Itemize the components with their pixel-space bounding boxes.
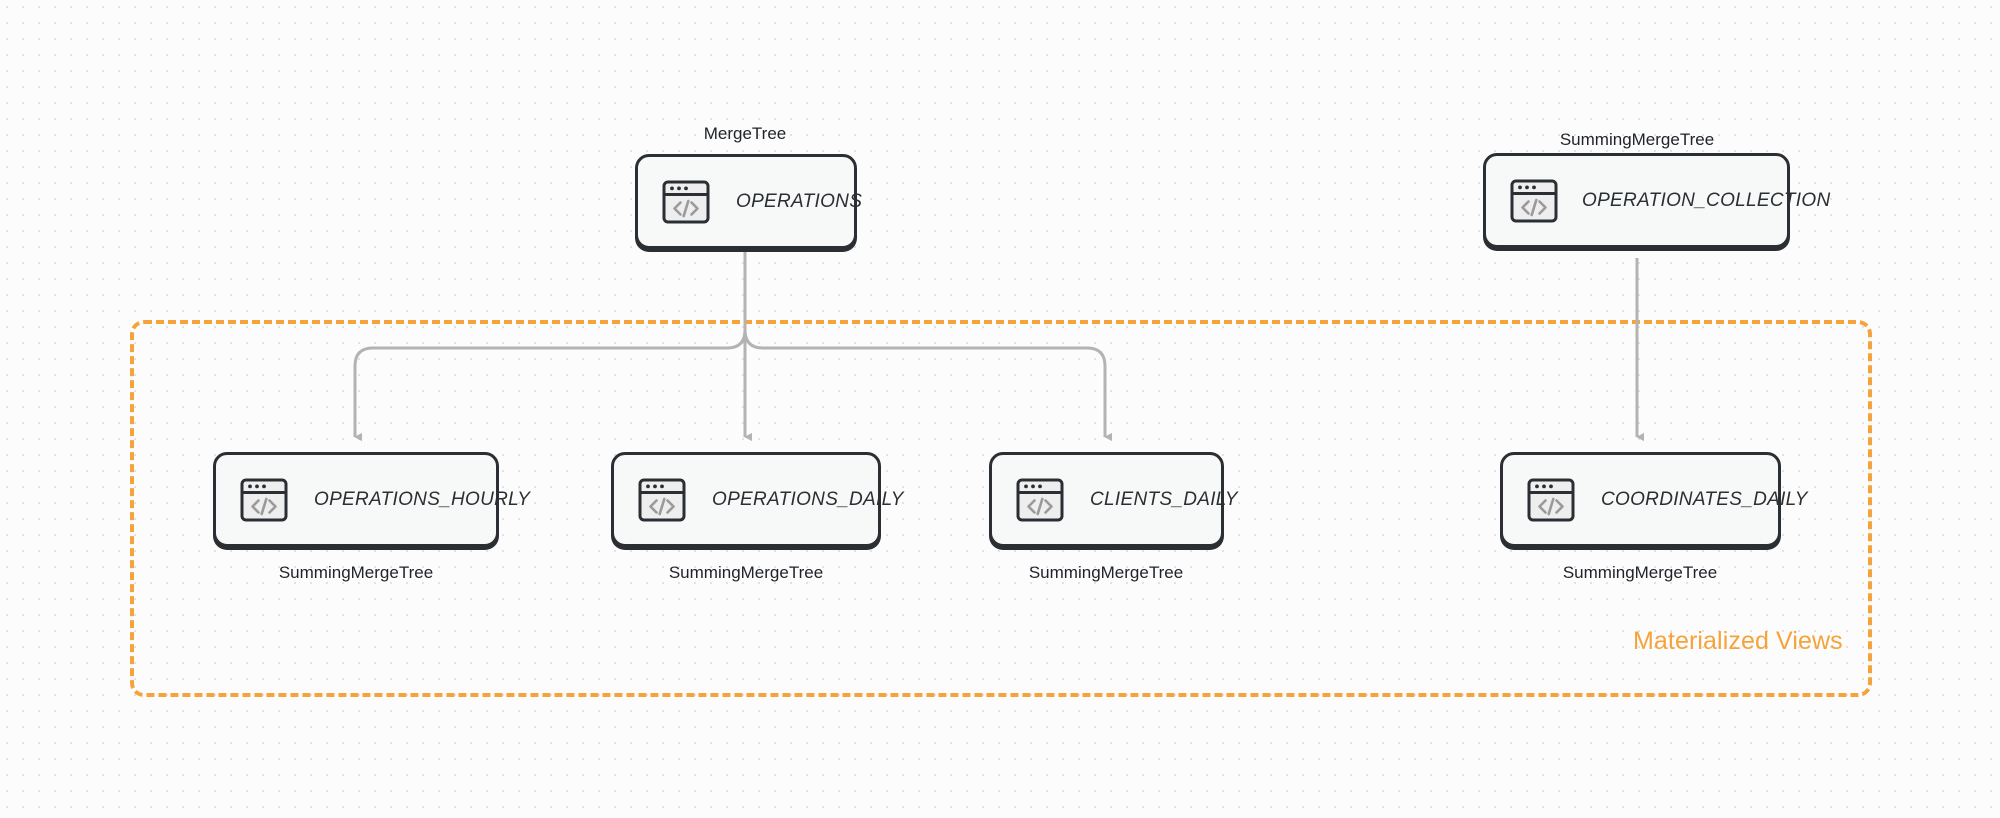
materialized-views-group-label: Materialized Views <box>1633 627 1843 655</box>
table-node-coordinates-daily[interactable]: COORDINATES_DAILY <box>1500 452 1807 547</box>
table-node-label: COORDINATES_DAILY <box>1601 488 1808 510</box>
table-node-label: OPERATIONS <box>736 190 863 212</box>
engine-label-coordinates-daily: SummingMergeTree <box>1562 563 1718 582</box>
table-node-operation-collection[interactable]: OPERATION_COLLECTION <box>1483 153 1830 248</box>
table-node-operations-daily[interactable]: OPERATIONS_DAILY <box>611 452 903 547</box>
code-window-icon <box>240 478 288 521</box>
table-node-operations[interactable]: OPERATIONS <box>635 154 862 249</box>
engine-label-operation-collection: SummingMergeTree <box>1559 130 1715 149</box>
code-window-icon <box>662 180 710 223</box>
code-window-icon <box>638 478 686 521</box>
code-window-icon <box>1510 179 1558 222</box>
table-node-label: OPERATIONS_HOURLY <box>314 488 531 510</box>
engine-label-operations-daily: SummingMergeTree <box>668 563 824 582</box>
code-window-icon <box>1527 478 1575 521</box>
table-node-label: CLIENTS_DAILY <box>1090 488 1238 510</box>
table-node-label: OPERATION_COLLECTION <box>1582 189 1831 211</box>
table-node-label: OPERATIONS_DAILY <box>712 488 904 510</box>
engine-label-clients-daily: SummingMergeTree <box>1028 563 1184 582</box>
table-node-clients-daily[interactable]: CLIENTS_DAILY <box>989 452 1238 547</box>
engine-label-operations-hourly: SummingMergeTree <box>278 563 434 582</box>
table-node-operations-hourly[interactable]: OPERATIONS_HOURLY <box>213 452 530 547</box>
code-window-icon <box>1016 478 1064 521</box>
engine-label-operations: MergeTree <box>703 124 787 143</box>
